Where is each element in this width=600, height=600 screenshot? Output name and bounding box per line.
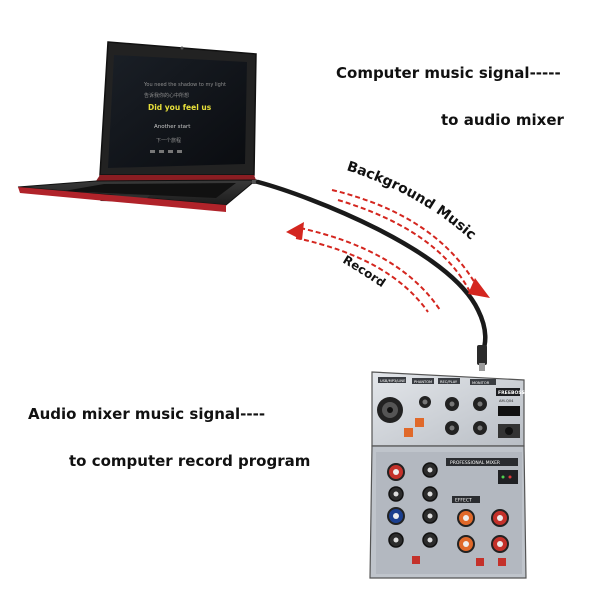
laptop-usb-port: [252, 180, 258, 184]
master-button: [498, 558, 506, 566]
panel-title-strip: [446, 458, 518, 466]
caption-computer-to-mixer-line1: Computer music signal-----: [336, 64, 561, 82]
effect-button: [476, 558, 484, 566]
laptop-screen: [108, 55, 247, 168]
player-controls: [150, 150, 182, 153]
section-label-usb: USB/MP3/LINE: [380, 379, 406, 383]
section-label-rec-play: REC/PLAY: [440, 380, 458, 384]
channel-button: [412, 556, 420, 564]
laptop: You need the shadow to my light 告诉我你的心中所…: [17, 41, 258, 212]
brand-plate: [496, 388, 520, 396]
caption-mixer-to-computer-line1: Audio mixer music signal----: [28, 405, 266, 423]
input-switch: [404, 428, 413, 437]
section-label-phantom: PHANTOM: [414, 380, 432, 384]
display-window: [498, 470, 518, 484]
laptop-hinge: [96, 175, 256, 181]
laptop-red-trim: [18, 187, 226, 212]
usb-socket: [498, 406, 520, 416]
background-music-label: Background Music: [345, 159, 479, 244]
background-music-arrow: [331, 189, 490, 298]
panel-title: PROFESSIONAL MIXER: [450, 460, 500, 466]
lyric-line-1: You need the shadow to my light: [143, 82, 226, 88]
lyric-line-5: 下一个旅程: [156, 137, 181, 144]
brand-name: FREEBOSS: [498, 390, 525, 396]
model-name: AM-Q04: [499, 399, 514, 403]
effect-label: EFFECT: [455, 498, 472, 504]
caption-computer-to-mixer-line2: to audio mixer: [441, 111, 564, 129]
phantom-switch: [415, 418, 424, 427]
effect-label-strip: [452, 496, 480, 503]
record-label: Record: [340, 253, 388, 290]
lyric-line-4: Another start: [154, 124, 191, 130]
lyric-line-2: 告诉我你的心中所想: [144, 92, 189, 99]
usb-plug-tip: [479, 363, 485, 371]
record-arrow: [286, 222, 441, 313]
mixer-front-panel: [369, 445, 527, 579]
audio-mixer: USB/MP3/LINE PHANTOM REC/PLAY MONITOR FR…: [369, 371, 527, 579]
knob-group: [387, 462, 509, 553]
usb-plug: [477, 345, 487, 365]
usb-cable: [255, 179, 488, 356]
arrowhead-to-computer: [286, 222, 304, 240]
section-label-monitor: MONITOR: [472, 381, 490, 385]
arrowhead-to-mixer: [468, 278, 490, 298]
laptop-keyboard: [64, 183, 236, 198]
webcam-icon: [180, 46, 184, 50]
lyric-line-3-highlighted: Did you feel us: [148, 103, 212, 112]
caption-mixer-to-computer-line2: to computer record program: [69, 452, 311, 470]
